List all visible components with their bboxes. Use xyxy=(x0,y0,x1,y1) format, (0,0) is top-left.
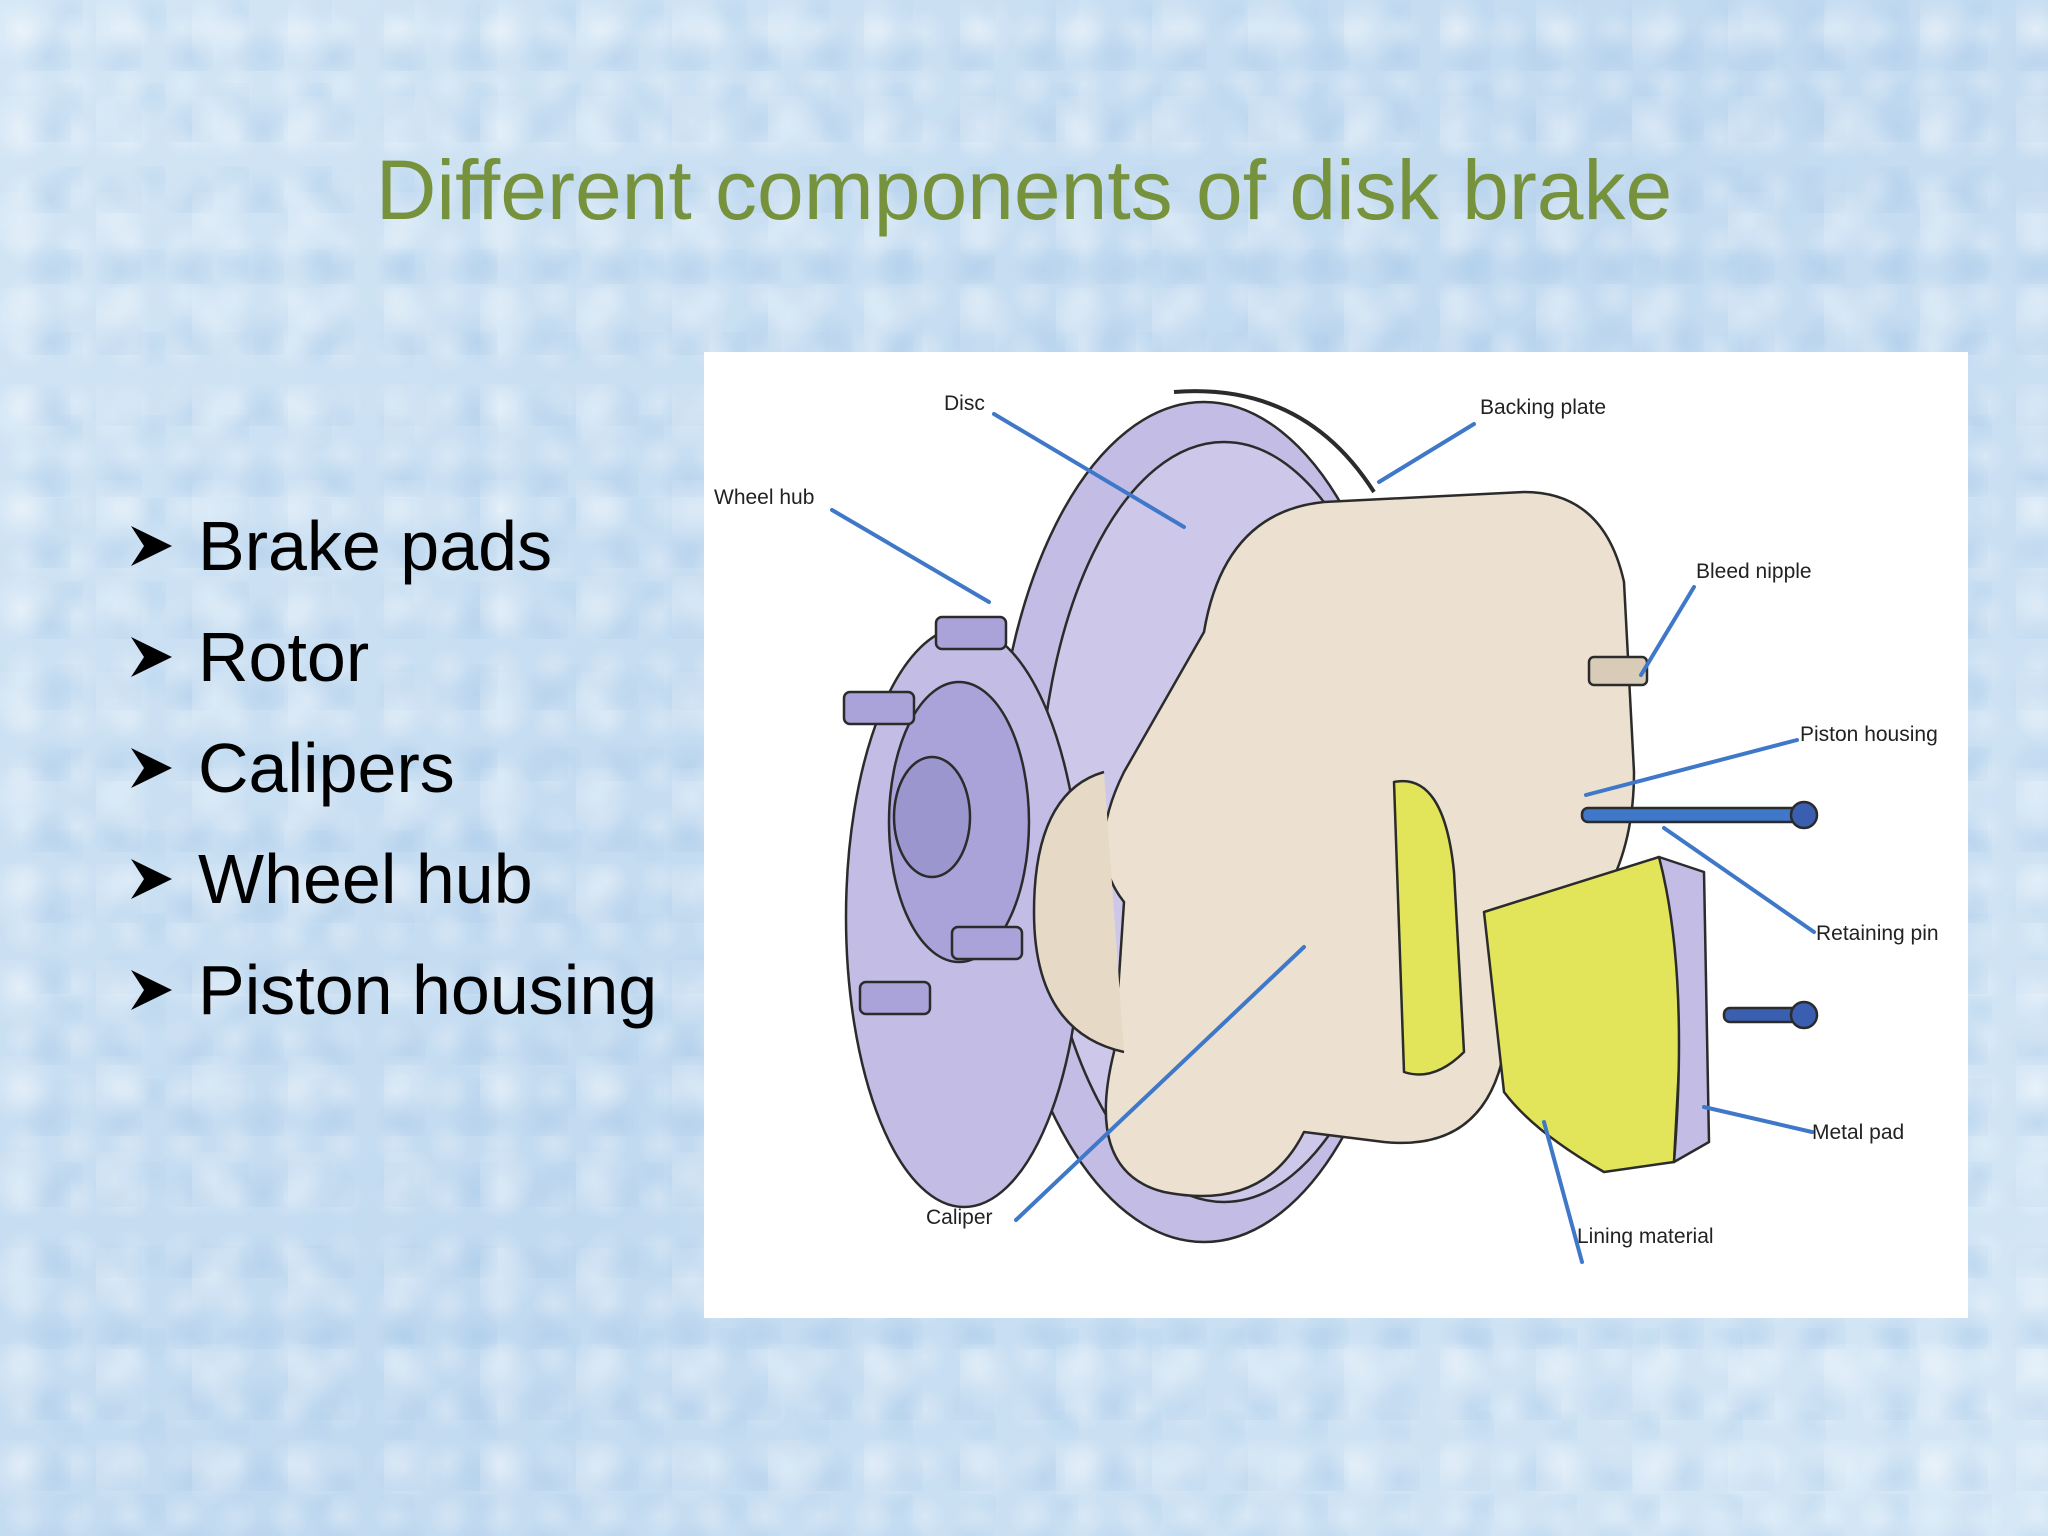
retaining-pin-head xyxy=(1789,1000,1819,1030)
bullet-text: Brake pads xyxy=(198,506,553,585)
bullet-text: Rotor xyxy=(198,617,370,696)
label-wheel-hub: Wheel hub xyxy=(714,486,814,509)
bullet-item: Brake pads xyxy=(128,490,657,601)
slide-title: Different components of disk brake xyxy=(375,143,1673,237)
label-metal-pad: Metal pad xyxy=(1812,1121,1904,1144)
wheel-stud xyxy=(934,615,1008,651)
wheel-stud xyxy=(950,925,1024,961)
metal-pad-plate xyxy=(1657,855,1711,1164)
label-lining-material: Lining material xyxy=(1577,1225,1714,1248)
metal-pad-leader-line xyxy=(1702,1105,1814,1134)
retaining-pin-shape xyxy=(1580,806,1809,824)
bullet-item: Piston housing xyxy=(128,934,657,1045)
disk-brake-illustration: Disc Backing plate Wheel hub Bleed nippl… xyxy=(714,389,1939,1264)
inner-brake-pad xyxy=(1392,779,1466,1076)
bullet-item: Wheel hub xyxy=(128,823,657,934)
wheel-hub-nut xyxy=(892,755,972,879)
arrow-bullet-icon xyxy=(131,858,172,899)
retaining-pin-head xyxy=(1789,800,1819,830)
label-piston-housing: Piston housing xyxy=(1800,723,1938,746)
bleed-nipple-leader-line xyxy=(1639,585,1696,677)
bullet-list: Brake pads Rotor Calipers Wheel hub Pist… xyxy=(128,490,657,1045)
retaining-pin-leader-line xyxy=(1662,826,1816,934)
label-bleed-nipple: Bleed nipple xyxy=(1696,560,1812,583)
backing-plate-shape xyxy=(1173,389,1376,494)
wheel-stud xyxy=(858,980,932,1016)
wheel-stud xyxy=(842,690,916,726)
disk-brake-diagram: Disc Backing plate Wheel hub Bleed nippl… xyxy=(704,352,1968,1318)
bullet-text: Piston housing xyxy=(198,950,658,1029)
bullet-text: Calipers xyxy=(198,728,455,807)
bleed-nipple-shape xyxy=(1587,655,1649,687)
lining-material-leader-line xyxy=(1542,1120,1584,1264)
arrow-bullet-icon xyxy=(131,747,172,788)
arrow-bullet-icon xyxy=(131,969,172,1010)
caliper-cylinder xyxy=(1032,770,1125,1054)
label-retaining-pin: Retaining pin xyxy=(1816,922,1939,945)
label-disc: Disc xyxy=(944,392,985,415)
label-backing-plate: Backing plate xyxy=(1480,396,1606,419)
caliper-leader-line xyxy=(1014,945,1306,1222)
bullet-item: Calipers xyxy=(128,712,657,823)
label-caliper: Caliper xyxy=(926,1206,993,1229)
arrow-bullet-icon xyxy=(131,525,172,566)
outer-pad-lining xyxy=(1482,855,1686,1174)
bullet-item: Rotor xyxy=(128,601,657,712)
disc-leader-line xyxy=(992,412,1186,529)
piston-housing-leader-line xyxy=(1584,738,1799,797)
arrow-bullet-icon xyxy=(131,636,172,677)
backing-plate-leader-line xyxy=(1377,422,1476,484)
wheel-hub-leader-line xyxy=(830,508,991,604)
bullet-text: Wheel hub xyxy=(198,839,533,918)
